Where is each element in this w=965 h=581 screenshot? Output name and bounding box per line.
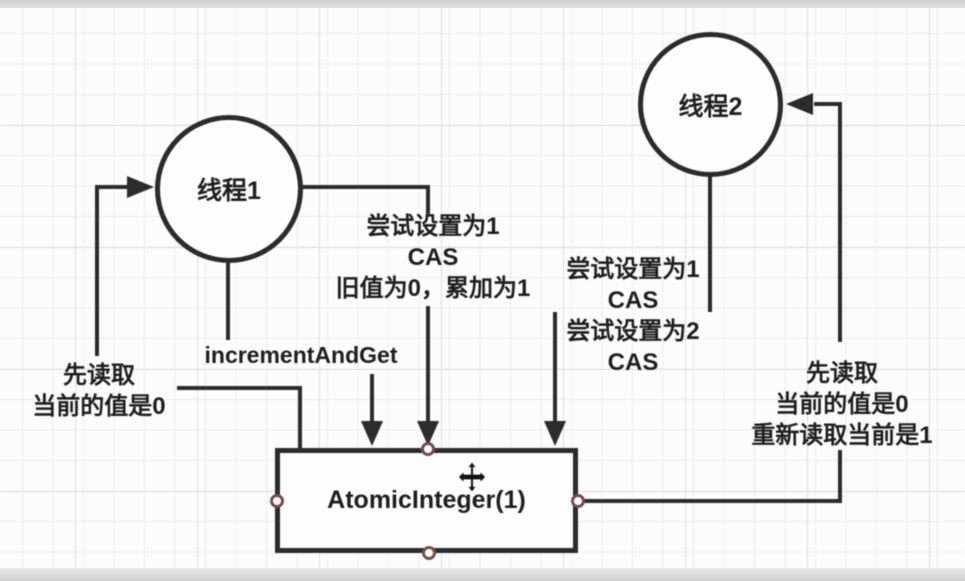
edge-cas2-label-to-atomic bbox=[553, 312, 557, 422]
edge-increment-to-atomic bbox=[370, 374, 374, 422]
connection-point-top[interactable] bbox=[421, 442, 435, 456]
edge-thread1-down-to-cas-label bbox=[426, 185, 430, 214]
thread1-label: 线程1 bbox=[197, 177, 261, 205]
arrowhead-into-thread2-icon bbox=[786, 93, 813, 115]
edge-readlabel-to-thread1-horizontal bbox=[95, 185, 128, 189]
connection-point-bottom[interactable] bbox=[422, 546, 436, 560]
edge-thread1-right-horizontal bbox=[301, 185, 430, 189]
edge-thread1-to-increment-label bbox=[226, 260, 230, 340]
label-increment-and-get: incrementAndGet bbox=[204, 342, 398, 368]
arrowhead-increment-into-atomic-icon bbox=[361, 421, 383, 446]
edge-elbow-horizontal bbox=[177, 386, 302, 390]
thread1-node[interactable]: 线程1 bbox=[155, 115, 303, 263]
edge-readlabel-to-thread1-vertical bbox=[95, 185, 99, 356]
arrowhead-cas2-into-atomic-icon bbox=[544, 421, 566, 446]
atomic-integer-label: AtomicInteger(1) bbox=[327, 486, 526, 514]
edge-elbow-vertical-to-atomic bbox=[298, 386, 302, 450]
arrowhead-into-thread1-icon bbox=[127, 176, 154, 198]
edge-right-vertical-lower bbox=[838, 450, 842, 503]
label-read-first-left: 先读取 当前的值是0 bbox=[32, 362, 166, 420]
video-frame-bottom-bar bbox=[0, 568, 965, 581]
connection-point-right[interactable] bbox=[571, 494, 585, 508]
thread2-node[interactable]: 线程2 bbox=[638, 32, 783, 177]
edge-into-thread2-horizontal bbox=[814, 102, 842, 106]
connection-point-left[interactable] bbox=[270, 494, 284, 508]
edge-atomic-to-thread2-horizontal bbox=[578, 499, 842, 503]
edge-thread2-down-to-cas-label bbox=[708, 176, 712, 312]
edge-cas-label-to-atomic bbox=[426, 306, 430, 422]
label-read-first-right: 先读取 当前的值是0 重新读取当前是1 bbox=[751, 360, 933, 449]
label-cas-try-set-1-2: 尝试设置为1 CAS 尝试设置为2 CAS bbox=[566, 256, 700, 376]
arrowhead-cas-into-atomic-icon bbox=[417, 421, 439, 446]
thread2-label: 线程2 bbox=[678, 92, 743, 121]
edge-right-vertical-upper bbox=[838, 102, 842, 342]
video-frame-top-bar bbox=[0, 0, 965, 8]
move-icon[interactable] bbox=[455, 460, 489, 494]
label-cas-try-set-1: 尝试设置为1 CAS 旧值为0，累加为1 bbox=[335, 213, 531, 302]
atomic-integer-node[interactable]: AtomicInteger(1) bbox=[275, 448, 578, 553]
